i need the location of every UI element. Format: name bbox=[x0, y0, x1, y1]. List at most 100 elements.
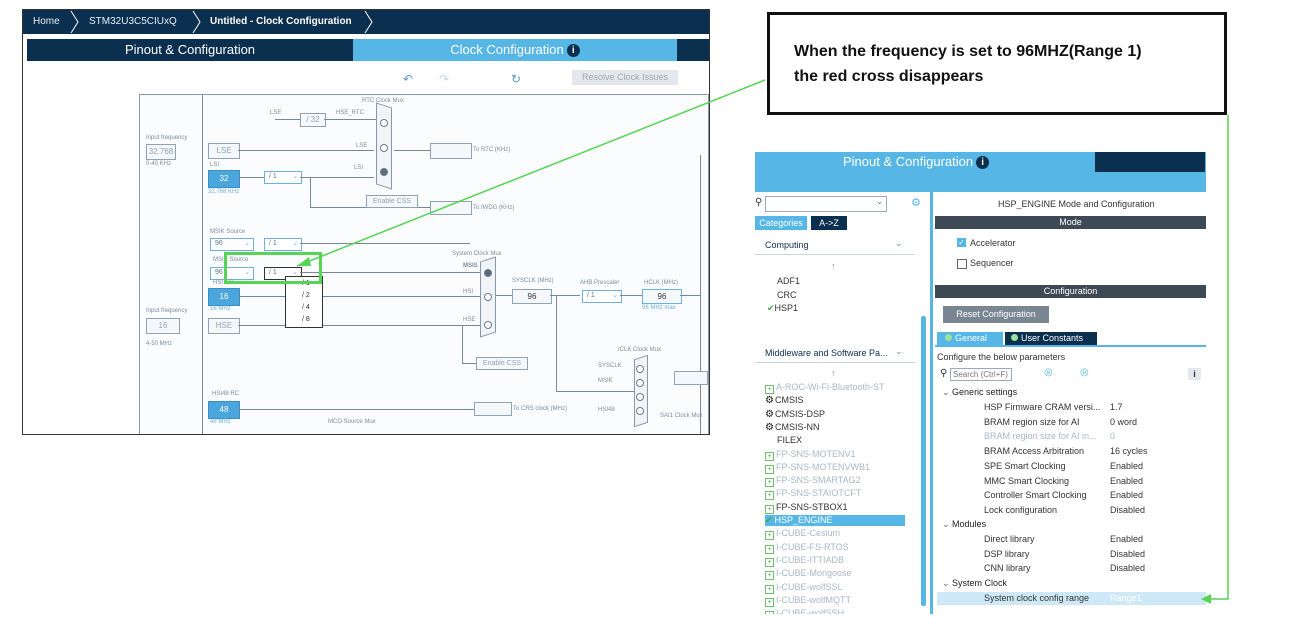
accelerator-checkbox[interactable]: ✓ bbox=[957, 238, 966, 247]
sort-icon[interactable]: ↑ bbox=[831, 368, 836, 378]
info-icon[interactable]: i bbox=[566, 44, 580, 57]
tab-extra[interactable] bbox=[677, 39, 709, 61]
group-generic-settings[interactable]: ⌄ Generic settings bbox=[942, 387, 1017, 398]
category-search-input[interactable]: ⌄ bbox=[765, 196, 887, 212]
param-value[interactable]: 0 word bbox=[1110, 416, 1138, 427]
middleware-item[interactable]: +I-CUBE-wolfMQTT bbox=[765, 595, 851, 607]
param-value[interactable]: 0 bbox=[1110, 431, 1116, 442]
info-icon[interactable]: i bbox=[1188, 368, 1201, 380]
mux-option-dot[interactable] bbox=[636, 365, 644, 373]
middleware-item[interactable]: ⚙CMSIS-DSP bbox=[765, 409, 825, 420]
hsi48-block[interactable]: 48 bbox=[208, 401, 240, 419]
middleware-item[interactable]: +FP-SNS-STAIOTCFT bbox=[765, 488, 861, 501]
mux-option-dot[interactable] bbox=[484, 293, 492, 301]
ahb-prescaler-select[interactable]: / 1⌄ bbox=[582, 290, 622, 303]
enable-css-button[interactable]: Enable CSS bbox=[366, 195, 418, 208]
search-next-icon[interactable]: ◎ bbox=[1080, 367, 1089, 378]
input-frequency-box[interactable]: 32.768 bbox=[146, 144, 176, 160]
middleware-item[interactable]: +FP-SNS-MOTENV1 bbox=[765, 449, 856, 461]
middleware-item[interactable]: FILEX bbox=[765, 435, 802, 445]
param-value[interactable]: Enabled bbox=[1110, 475, 1144, 486]
system-clock-row[interactable]: System clock config range Range1 bbox=[937, 592, 1206, 605]
dropdown-option[interactable]: / 8 bbox=[302, 316, 310, 323]
lsi-block[interactable]: 32 bbox=[208, 170, 240, 188]
mux-option-dot[interactable] bbox=[636, 407, 644, 415]
computing-section[interactable]: Computing ⌄ bbox=[755, 236, 915, 255]
param-value[interactable]: Disabled bbox=[1110, 563, 1146, 574]
middleware-item[interactable]: +FP-SNS-SMARTAG2 bbox=[765, 475, 861, 488]
left-panel-scrollbar[interactable] bbox=[921, 316, 926, 606]
sort-icon[interactable]: ↑ bbox=[831, 261, 836, 271]
param-value[interactable]: 16 cycles bbox=[1110, 446, 1148, 457]
middleware-item[interactable]: +I-CUBE-wolfSSH bbox=[765, 608, 844, 614]
msik-source-select[interactable]: 96⌄ bbox=[210, 238, 254, 251]
middleware-item[interactable]: +I-CUBE-ITTIADB bbox=[765, 555, 844, 567]
mux-option-dot[interactable] bbox=[380, 119, 388, 127]
info-icon[interactable]: i bbox=[976, 156, 990, 169]
hclk-box[interactable]: 96 bbox=[642, 289, 682, 304]
breadcrumb-home[interactable]: Home bbox=[33, 16, 60, 27]
middleware-item[interactable]: +FP-SNS-STBOX1 bbox=[765, 502, 848, 514]
tab-general[interactable]: General bbox=[937, 332, 1003, 345]
middleware-item[interactable]: +A-ROC-Wi-Fi-Bluetooth-ST bbox=[765, 382, 885, 394]
gear-icon[interactable]: ⚙ bbox=[911, 197, 921, 209]
middleware-item[interactable]: ✔HSP_ENGINE bbox=[765, 515, 905, 526]
param-value[interactable]: Disabled bbox=[1110, 548, 1146, 559]
tab-a-z[interactable]: A->Z bbox=[811, 216, 847, 230]
param-value[interactable]: Enabled bbox=[1110, 490, 1144, 501]
middleware-item[interactable]: +I-CUBE-Mongoose bbox=[765, 568, 852, 581]
tab-clock-dark[interactable] bbox=[1095, 152, 1205, 172]
middleware-item[interactable]: ⚙CMSIS-NN bbox=[765, 422, 819, 433]
msis-source-select[interactable]: 96⌄ bbox=[210, 267, 254, 280]
mux-option-dot[interactable] bbox=[636, 393, 644, 401]
param-value[interactable]: Range1 bbox=[1110, 593, 1142, 603]
search-prev-icon[interactable]: ◎ bbox=[1044, 367, 1053, 378]
group-modules[interactable]: ⌄ Modules bbox=[942, 519, 986, 530]
parameter-search-input[interactable] bbox=[950, 368, 1012, 381]
middleware-item[interactable]: +FP-SNS-MOTENVWB1 bbox=[765, 462, 870, 474]
param-value[interactable]: 1.7 bbox=[1110, 402, 1123, 412]
panel-divider[interactable] bbox=[930, 192, 933, 614]
breadcrumb-device[interactable]: STM32U3C5CIUxQ bbox=[89, 16, 177, 27]
computing-item[interactable]: ADF1 bbox=[777, 276, 801, 286]
middleware-item[interactable]: +I-CUBE-FS-RTOS bbox=[765, 542, 849, 554]
middleware-item-label: CMSIS-DSP bbox=[774, 408, 825, 419]
mux-option-dot[interactable] bbox=[636, 379, 644, 387]
enable-css-hse-button[interactable]: Enable CSS bbox=[476, 357, 528, 370]
dropdown-option[interactable]: / 2 bbox=[302, 292, 310, 299]
lsi-divider-select[interactable]: / 1⌄ bbox=[264, 171, 302, 184]
tab-user-constants[interactable]: User Constants bbox=[1005, 332, 1097, 345]
computing-item[interactable]: CRC bbox=[777, 290, 797, 300]
param-value[interactable]: Disabled bbox=[1110, 504, 1146, 515]
param-value[interactable]: Enabled bbox=[1110, 534, 1144, 544]
dropdown-option[interactable]: / 4 bbox=[302, 304, 310, 311]
chevron-down-icon: ⌄ bbox=[942, 387, 953, 397]
refresh-icon[interactable]: ↻ bbox=[511, 72, 522, 86]
group-system-clock[interactable]: ⌄ System Clock bbox=[942, 578, 1007, 589]
wire bbox=[275, 119, 300, 120]
param-value[interactable]: Enabled bbox=[1110, 460, 1144, 471]
middleware-item[interactable]: +I-CUBE-Cesium bbox=[765, 528, 840, 541]
sequencer-checkbox[interactable] bbox=[957, 259, 967, 269]
reset-configuration-button[interactable]: Reset Configuration bbox=[943, 306, 1049, 323]
msik-divider-select[interactable]: / 1⌄ bbox=[264, 238, 302, 251]
breadcrumb-project[interactable]: Untitled - Clock Configuration bbox=[210, 16, 352, 27]
mux-option-dot[interactable] bbox=[380, 144, 388, 152]
undo-icon[interactable]: ↶ bbox=[403, 72, 414, 86]
hse-input-box[interactable]: 16 bbox=[146, 318, 180, 334]
mux-option-dot-selected[interactable] bbox=[380, 168, 388, 176]
middleware-section[interactable]: Middleware and Software Pa... ⌄ bbox=[755, 344, 915, 363]
middleware-item[interactable]: +I-CUBE-wolfSSL bbox=[765, 582, 843, 594]
mux-option-dot[interactable] bbox=[484, 321, 492, 329]
hsi-block[interactable]: 16 bbox=[208, 288, 240, 306]
sysclk-box: 96 bbox=[512, 289, 552, 304]
middleware-item[interactable]: ⚙CMSIS bbox=[765, 395, 803, 406]
mux-option-dot-selected[interactable] bbox=[484, 269, 492, 277]
redo-icon[interactable]: ↷ bbox=[439, 72, 450, 86]
computing-item-hsp1[interactable]: ✔HSP1 bbox=[767, 303, 798, 314]
resolve-clock-issues-button[interactable]: Resolve Clock Issues bbox=[572, 70, 678, 85]
tab-categories[interactable]: Categories bbox=[755, 216, 807, 230]
tab-pinout[interactable]: Pinout & Configuration bbox=[27, 39, 353, 61]
